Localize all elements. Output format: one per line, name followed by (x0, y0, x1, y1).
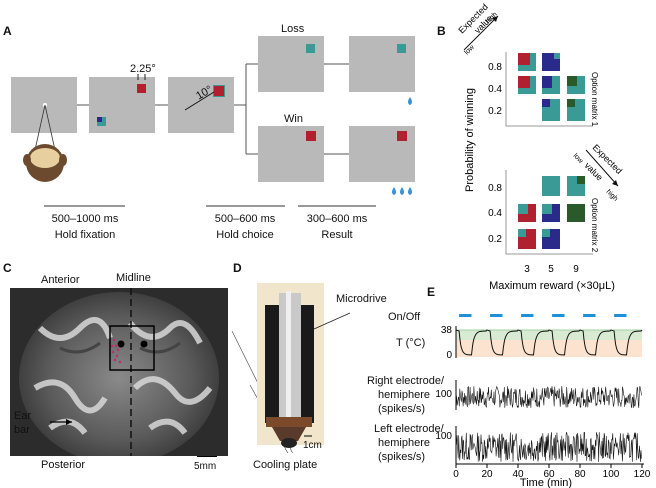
e-temp-label: T (°C) (396, 337, 426, 349)
ev-high-2: high (605, 188, 619, 202)
d-microdrive-label: Microdrive (336, 293, 387, 305)
b-xtick-5: 5 (548, 264, 554, 275)
cooling-on-bar (583, 314, 596, 317)
b-ytick-4: 0.8 (488, 183, 502, 194)
e-left-label-2: hemiphere (378, 437, 430, 449)
c-anterior: Anterior (41, 274, 80, 286)
panel-b-letter: B (437, 24, 446, 38)
e-xtick-label: 100 (603, 469, 620, 480)
e-xlabel: Time (min) (520, 477, 572, 488)
c-midline: Midline (116, 272, 151, 284)
ev-low-2: low (572, 152, 585, 165)
e-right-tick: 100 (435, 389, 452, 400)
panel-a-graphics (23, 63, 412, 207)
phase-2-label: Hold choice (216, 229, 274, 241)
phase-1-duration: 500–1000 ms (51, 213, 119, 225)
e-xtick-label: 40 (512, 469, 524, 480)
c-ear-bar-1: Ear (14, 410, 32, 422)
panel-a-letter: A (3, 24, 12, 38)
e-right-label-2: hemiphere (378, 389, 430, 401)
phase-3-label: Result (321, 229, 353, 241)
loss-label: Loss (281, 23, 305, 35)
e-temp-tick-0: 0 (446, 350, 452, 361)
e-xtick-label: 80 (574, 469, 586, 480)
ev-label-2b: value (583, 160, 605, 182)
cooling-on-bar (459, 314, 472, 317)
panel-b-graphics: Probability of winning 0.8 0.4 0.2 0.8 0… (456, 2, 624, 292)
cue-option-top (137, 84, 146, 93)
win-result-option (397, 131, 407, 141)
phase-2-duration: 500–600 ms (214, 213, 276, 225)
e-right-label-1: Right electrode/ (367, 375, 445, 387)
panel-c-letter: C (3, 261, 12, 275)
drops-icon (392, 187, 412, 195)
panel-d-letter: D (233, 261, 242, 275)
gaze-line-left (34, 104, 46, 151)
b-ytick-6: 0.2 (488, 234, 502, 245)
d-scale-label: 1cm (303, 440, 322, 451)
cooling-on-bar (552, 314, 565, 317)
e-onoff-label: On/Off (388, 311, 421, 323)
cooling-on-bar (521, 314, 534, 317)
drop-icon (408, 97, 412, 105)
loss-option (306, 44, 315, 53)
e-xtick-label: 120 (634, 469, 651, 480)
win-option (306, 131, 316, 141)
e-xtick-label: 0 (453, 469, 459, 480)
e-left-label-1: Left electrode/ (374, 423, 444, 435)
b-ytick-1: 0.8 (488, 62, 502, 73)
b-xtick-9: 9 (573, 264, 579, 275)
loss-result-option (397, 44, 406, 53)
cooling-on-bar (614, 314, 627, 317)
b-ytick-5: 0.4 (488, 208, 502, 219)
monkey-icon (23, 144, 67, 182)
win-label: Win (284, 113, 303, 125)
c-scale-label: 5mm (194, 461, 217, 472)
matrix-2-label: Option matrix 2 (590, 198, 599, 253)
b-ylabel: Probability of winning (464, 88, 476, 192)
e-left-tick: 100 (435, 431, 452, 442)
cue-option-bottom-inner (97, 117, 102, 122)
b-ytick-3: 0.2 (488, 106, 502, 117)
phase-1-label: Hold fixation (54, 229, 116, 241)
b-ytick-2: 0.4 (488, 84, 502, 95)
c-scale-bar (197, 456, 217, 457)
e-left-label-3: (spikes/s) (378, 451, 426, 463)
gaze-line-right (44, 104, 56, 151)
e-temp-tick-38: 38 (441, 325, 453, 336)
c-ear-bar-2: bar (14, 424, 30, 436)
b-xtick-3: 3 (524, 264, 530, 275)
e-right-label-3: (spikes/s) (378, 403, 426, 415)
c-posterior: Posterior (41, 459, 86, 471)
d-cooling-plate-label: Cooling plate (253, 459, 318, 471)
e-xtick-label: 60 (543, 469, 555, 480)
option-matrix-2 (518, 176, 585, 249)
mri-image (10, 288, 228, 456)
microdrive-photo (231, 283, 351, 453)
angle-small-label: 2.25° (130, 63, 156, 75)
cooling-on-bar (490, 314, 503, 317)
phase-3-duration: 300–600 ms (306, 213, 368, 225)
e-xtick-label: 20 (481, 469, 493, 480)
ev-low-1: low (463, 43, 476, 56)
matrix-1-label: Option matrix 1 (590, 72, 599, 127)
panel-e-letter: E (427, 285, 436, 299)
option-matrix-1 (518, 53, 585, 121)
b-xlabel: Maximum reward (×30μL) (489, 280, 615, 292)
panel-e-plot: 38 0 100 100 0 20 40 60 80 100 120 Time (min) (435, 314, 651, 488)
choice-option (213, 85, 225, 97)
